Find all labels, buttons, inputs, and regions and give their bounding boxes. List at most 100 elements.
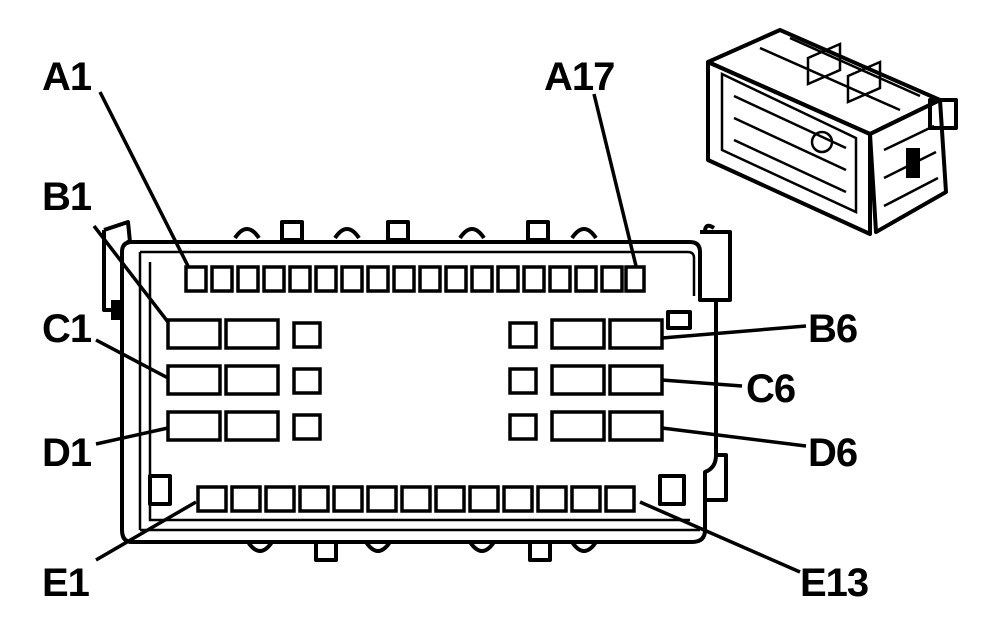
pin	[332, 485, 364, 513]
pin	[230, 485, 262, 513]
inset-rib	[733, 138, 847, 194]
pin	[434, 485, 466, 513]
label-b6: B6	[808, 307, 857, 351]
inset-side-clip	[928, 98, 958, 130]
leader-c6	[661, 378, 743, 388]
pin	[236, 265, 260, 293]
pin-large	[166, 318, 222, 350]
left-latch-top	[103, 220, 132, 243]
inset-front-face	[706, 60, 872, 236]
pin	[468, 485, 500, 513]
pin	[400, 485, 432, 513]
inset-right-face	[868, 98, 948, 234]
leader-a17	[592, 93, 638, 267]
pin-large	[550, 364, 606, 396]
pin-small	[508, 413, 538, 441]
pin-small	[292, 321, 322, 349]
pin	[262, 265, 286, 293]
top-bump	[570, 227, 598, 240]
leader-b6	[661, 324, 807, 340]
pin-large	[224, 410, 280, 442]
inset-top-rib	[759, 46, 901, 112]
pin	[392, 265, 416, 293]
bottom-tab	[314, 540, 338, 562]
leader-d1	[95, 426, 169, 446]
pin-large	[166, 410, 222, 442]
label-c6: C6	[746, 367, 795, 411]
leader-a1	[98, 91, 190, 267]
bottom-bump	[246, 540, 274, 553]
pin	[418, 265, 442, 293]
inset-side-block	[906, 148, 920, 178]
pin-large	[608, 364, 664, 396]
leader-e1	[95, 500, 197, 562]
pin-large	[550, 318, 606, 350]
inset-rib	[733, 116, 847, 172]
leader-e13	[639, 500, 801, 574]
pin	[574, 265, 598, 293]
label-b1: B1	[42, 175, 92, 219]
label-e1: E1	[42, 561, 90, 605]
label-a1: A1	[42, 55, 92, 99]
top-bump	[333, 227, 361, 240]
inner-shell-bottom	[148, 262, 690, 522]
pin-large	[224, 364, 280, 396]
pin-small	[508, 367, 538, 395]
pin	[340, 265, 364, 293]
top-tab	[526, 220, 550, 242]
connector-3d-icon	[706, 28, 958, 236]
pin-large	[608, 410, 664, 442]
inset-right-rib	[883, 124, 935, 152]
leader-d6	[661, 426, 807, 448]
leader-lines	[92, 91, 807, 574]
right-lower-latch	[705, 453, 728, 502]
right-latch	[700, 230, 732, 302]
right-key	[666, 310, 692, 330]
pin	[444, 265, 468, 293]
pin	[314, 265, 338, 293]
pin-rows-bcd	[166, 318, 664, 442]
top-bump	[233, 227, 261, 240]
pin	[536, 485, 568, 513]
pin	[298, 485, 330, 513]
pin-large	[224, 318, 280, 350]
pin	[470, 265, 494, 293]
pin	[522, 265, 546, 293]
label-d6: D6	[808, 431, 857, 475]
label-d1: D1	[42, 431, 92, 475]
leader-b1	[92, 224, 170, 324]
pin	[366, 265, 390, 293]
pin	[288, 265, 312, 293]
pin-labels: A1 A17 B1 C1 D1 E1 B6 C6 D6 E13	[42, 55, 869, 605]
pin-large	[550, 410, 606, 442]
pin	[366, 485, 398, 513]
pin	[502, 485, 534, 513]
right-latch-curl	[703, 223, 716, 233]
inset-top-rib	[789, 36, 921, 98]
top-bump	[458, 227, 486, 240]
pin	[624, 265, 646, 293]
pin-small	[292, 367, 322, 395]
corner-key-left	[148, 474, 172, 506]
connector-shell	[120, 240, 718, 544]
pin	[496, 265, 520, 293]
inset-opening	[720, 72, 858, 214]
inset-latch-ring	[810, 130, 834, 154]
pin-row-a	[184, 265, 646, 293]
pin	[548, 265, 572, 293]
top-tab	[280, 220, 304, 242]
inset-top-block	[806, 42, 842, 86]
inset-top-block	[846, 60, 882, 104]
bottom-bump	[364, 540, 392, 553]
leader-c1	[95, 338, 169, 380]
pin-small	[292, 413, 322, 441]
label-c1: C1	[42, 307, 92, 351]
pin	[196, 485, 228, 513]
corner-key-right	[658, 474, 686, 506]
pin	[604, 485, 636, 513]
pin-row-e	[196, 485, 636, 513]
pin	[600, 265, 624, 293]
connector-face-icon	[102, 220, 732, 562]
pin	[184, 265, 208, 293]
